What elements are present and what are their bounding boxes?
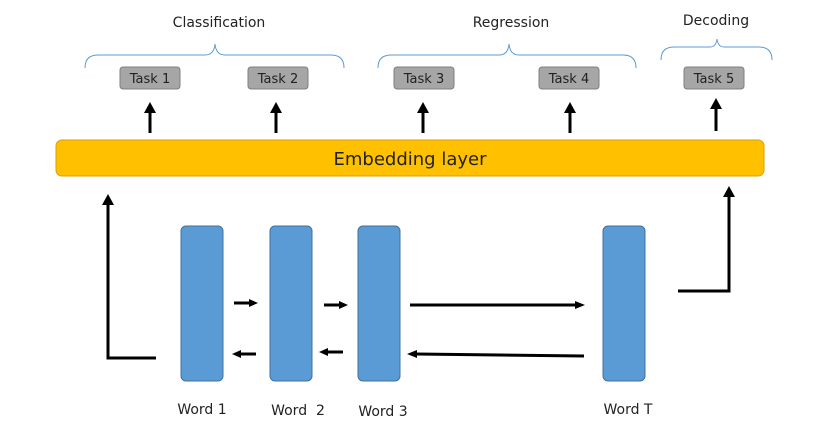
backward-arrow-t-3 xyxy=(415,352,585,358)
group-label-regression: Regression xyxy=(473,15,550,31)
task-5-label: Task 5 xyxy=(693,72,734,87)
classification-brace xyxy=(84,43,345,69)
task-2-label: Task 2 xyxy=(257,72,298,87)
task-3-label: Task 3 xyxy=(403,72,444,87)
regression-brace xyxy=(377,43,637,69)
word-block-t xyxy=(602,225,646,382)
word-block-3 xyxy=(357,225,401,382)
task-2: Task 2 xyxy=(247,66,309,90)
group-label-decoding: Decoding xyxy=(683,13,749,29)
word-label-1: Word 1 xyxy=(177,402,226,418)
task-1-label: Task 1 xyxy=(129,72,170,87)
task-5: Task 5 xyxy=(683,66,745,90)
decoding-brace xyxy=(660,38,773,61)
group-label-classification: Classification xyxy=(173,15,266,31)
task-1: Task 1 xyxy=(119,66,181,90)
word-label-3: Word 3 xyxy=(358,404,407,420)
task-4-label: Task 4 xyxy=(548,72,589,87)
word-block-2 xyxy=(269,225,313,382)
task-3: Task 3 xyxy=(393,66,455,90)
word-label-2: Word 2 xyxy=(271,403,325,419)
left-return-arrow xyxy=(106,204,156,360)
embedding-layer: Embedding layer xyxy=(55,139,765,177)
word-block-1 xyxy=(180,225,224,382)
right-return-arrow xyxy=(678,196,731,293)
embedding-layer-label: Embedding layer xyxy=(334,149,488,170)
word-label-t: Word T xyxy=(604,402,653,418)
task-4: Task 4 xyxy=(538,66,600,90)
